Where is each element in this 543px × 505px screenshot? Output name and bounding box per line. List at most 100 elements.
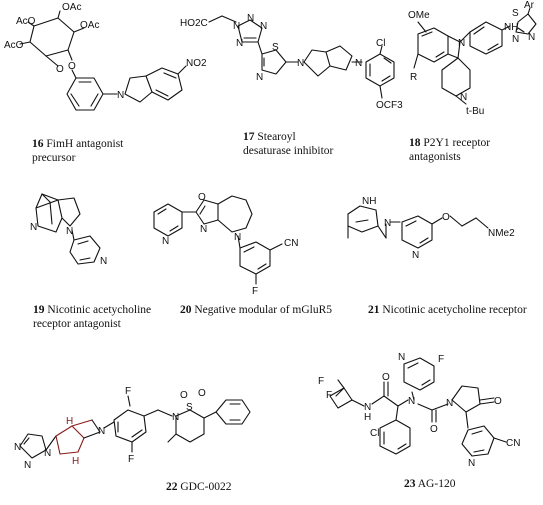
- c17-label-tz-n3: N: [260, 21, 267, 32]
- caption-16-line1: FimH antagonist: [46, 138, 124, 150]
- c18-label-ar: Ar: [524, 0, 535, 11]
- c20-oxazole: [195, 199, 219, 225]
- c16-indoline-benzo: [145, 67, 183, 101]
- c19-label-pyr-n: N: [100, 256, 107, 267]
- c18-label-nh: NH: [504, 22, 518, 33]
- c16-label-oac-2: OAc: [80, 20, 99, 31]
- c20-label-cn: CN: [284, 238, 298, 249]
- c17-label-tz-n4: N: [236, 38, 243, 49]
- c18-label-n2: N: [528, 32, 535, 43]
- compound-21-structure: [347, 205, 489, 249]
- c20-label-pyr-n: N: [162, 236, 169, 247]
- c22-label-o2: O: [198, 388, 206, 399]
- c23-label-n-bottom: N: [468, 458, 475, 469]
- c18-indoline-5ring: [447, 35, 461, 59]
- c17-thiazole: [261, 49, 287, 75]
- compound-19-structure: [35, 193, 101, 265]
- caption-16-line2: precursor: [32, 152, 76, 164]
- c17-label-acid: HO2C: [180, 18, 208, 29]
- c18-label-tbu: t-Bu: [466, 106, 484, 117]
- c18-aryl: [469, 21, 503, 55]
- c17-bicycle: [303, 49, 331, 77]
- c23-fluoropyridine: [403, 357, 435, 391]
- c21-label-nme2: NMe2: [488, 228, 515, 239]
- caption-16: 16 FimH antagonist precursor: [32, 137, 123, 165]
- caption-23-line1: AG-120: [417, 478, 456, 490]
- c22-label-tri-n2: N: [24, 460, 31, 471]
- caption-17: 17 Stearoyl desaturase inhibitor: [243, 130, 333, 158]
- c20-label-n: N: [200, 224, 207, 235]
- c20-label-o: O: [198, 192, 206, 203]
- c17-label-tz-n2: N: [247, 13, 254, 24]
- c22-label-o1: O: [180, 390, 188, 401]
- c19-pyrrolidine: [57, 197, 81, 227]
- c20-label-azepine-n: N: [234, 232, 241, 243]
- c17-label-cl: Cl: [376, 38, 385, 49]
- c16-sugar-ring: [29, 17, 75, 57]
- c22-label-f2: F: [128, 454, 134, 465]
- c23-label-o1: O: [382, 372, 390, 383]
- caption-17-number: 17: [243, 131, 255, 143]
- c23-label-cl: Cl: [370, 428, 379, 439]
- c23-label-f-pyr: F: [438, 354, 444, 365]
- c21-bicycle: [347, 205, 379, 233]
- c22-label-s: S: [186, 402, 193, 413]
- c22-label-pyrr-n: N: [98, 426, 105, 437]
- caption-17-line1: Stearoyl: [257, 131, 296, 143]
- c23-label-h: H: [364, 412, 371, 423]
- caption-19-number: 19: [33, 304, 45, 316]
- c16-indoline-5ring: [124, 75, 153, 103]
- c23-lactam: [451, 385, 481, 413]
- c22-label-h1: H: [66, 416, 73, 427]
- c21-label-nh: NH: [362, 196, 376, 207]
- caption-20: 20 Negative modular of mGluR5: [180, 303, 332, 317]
- c19-pyridine: [69, 235, 101, 265]
- c23-label-f2: F: [326, 390, 332, 401]
- compound-18-structure: [413, 7, 537, 105]
- c20-azepine: [217, 195, 253, 233]
- c23-label-lactam-n: N: [446, 398, 453, 409]
- c23-label-lactam-o: O: [494, 396, 502, 407]
- c19-label-pyrr-n: N: [66, 226, 73, 237]
- c16-label-aco-2: AcO: [16, 16, 36, 27]
- c23-label-nh: N: [364, 402, 371, 413]
- c23-label-f1: F: [318, 376, 324, 387]
- c22-triazole: [19, 433, 47, 459]
- c18-label-r: R: [410, 72, 417, 83]
- c18-label-pip-n: N: [460, 92, 467, 103]
- c23-chlorophenyl: [379, 419, 411, 455]
- caption-19-line2: receptor antagonist: [33, 318, 121, 330]
- c18-label-n1: N: [512, 34, 519, 45]
- c20-pyridine: [153, 203, 183, 237]
- caption-16-number: 16: [32, 138, 44, 150]
- c17-label-n2: N: [355, 58, 362, 69]
- c22-bicycle: [55, 425, 85, 455]
- caption-21-line1: Nicotinic acetycholine receptor: [382, 304, 527, 316]
- c16-label-oac-1: OAc: [62, 2, 81, 13]
- c16-label-o-ring: O: [56, 64, 64, 75]
- c22-label-f1: F: [125, 386, 131, 397]
- caption-18-line2: antagonists: [409, 151, 461, 163]
- c19-label-quin-n: N: [30, 222, 37, 233]
- c18-piperidine: [441, 57, 471, 97]
- c17-label-s: S: [272, 42, 279, 53]
- c20-aryl: [239, 241, 271, 275]
- c17-label-tz-n1: N: [233, 21, 240, 32]
- c21-label-n: N: [384, 218, 391, 229]
- c23-pyridine-bottom: [461, 425, 495, 457]
- c16-label-n: N: [117, 90, 124, 101]
- c22-phenyl: [215, 399, 251, 425]
- c22-label-h2: H: [72, 456, 79, 467]
- c17-label-thz-n: N: [256, 72, 263, 83]
- caption-21-number: 21: [368, 304, 380, 316]
- caption-22-line1: GDC-0022: [180, 481, 232, 493]
- c22-label-tri-n3: N: [44, 448, 51, 459]
- c22-label-tri-n1: N: [14, 442, 21, 453]
- caption-19-line1: Nicotinic acetycholine: [47, 304, 152, 316]
- c20-label-f: F: [252, 286, 258, 297]
- caption-20-line1: Negative modular of mGluR5: [194, 304, 333, 316]
- caption-23: 23 AG-120: [404, 477, 455, 491]
- c18-label-n: N: [458, 38, 465, 49]
- compound-22-structure: [19, 395, 251, 459]
